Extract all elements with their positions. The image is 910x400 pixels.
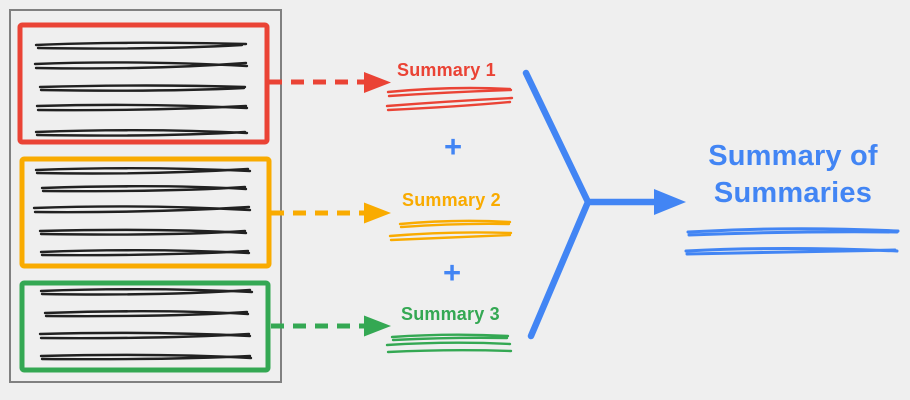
summary-1-scribble bbox=[385, 86, 514, 112]
section-3-arrow-head-icon bbox=[364, 315, 391, 337]
summary-of-summaries-label: Summary of Summaries bbox=[708, 140, 878, 209]
plus-operator-1: + bbox=[444, 129, 463, 164]
document-outline bbox=[9, 9, 282, 383]
section-2-text-lines bbox=[32, 167, 252, 257]
section-1-arrow-head-icon bbox=[364, 72, 391, 93]
document-section-3-box bbox=[19, 280, 271, 373]
summary-3-label: Summary 3 bbox=[401, 304, 500, 324]
merge-connector bbox=[522, 69, 686, 340]
section-2-arrow bbox=[271, 202, 391, 224]
summary-2-scribble bbox=[388, 219, 513, 242]
plus-operator-2: + bbox=[443, 255, 462, 290]
summary-of-summaries-scribble bbox=[684, 227, 900, 256]
section-3-text-lines bbox=[38, 288, 254, 361]
summary-3-scribble bbox=[385, 333, 513, 354]
merge-arrow-head-icon bbox=[654, 189, 686, 215]
summary-2-label: Summary 2 bbox=[402, 190, 501, 210]
section-1-text-lines bbox=[33, 41, 249, 137]
summary-1-label: Summary 1 bbox=[397, 60, 496, 80]
section-2-arrow-head-icon bbox=[364, 202, 391, 224]
document-section-2-box bbox=[19, 156, 272, 269]
document-section-1-box bbox=[17, 22, 270, 145]
section-3-arrow bbox=[271, 315, 391, 337]
section-1-arrow bbox=[269, 72, 391, 93]
merge-connector-lines bbox=[522, 69, 592, 340]
